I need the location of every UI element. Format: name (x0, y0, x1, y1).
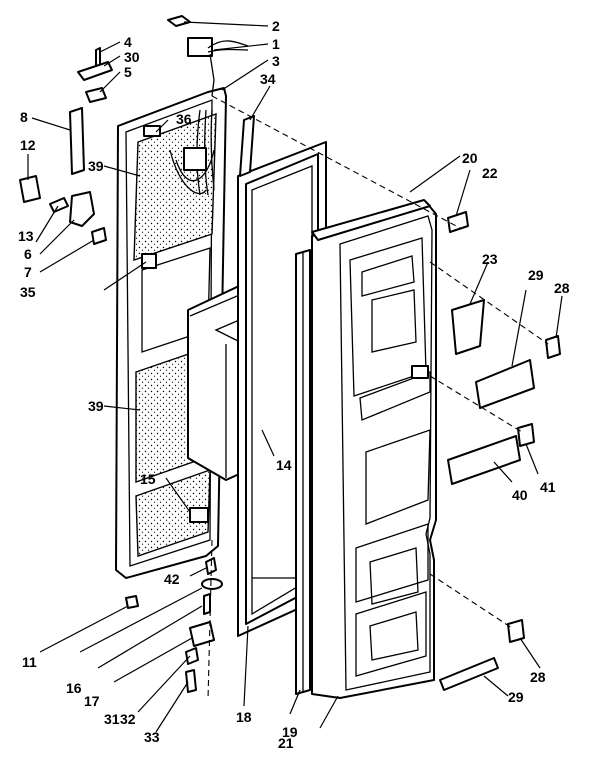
screw-17 (203, 593, 211, 615)
screw-33 (185, 669, 197, 693)
harness-drop (209, 53, 215, 97)
shelf-40 (447, 435, 521, 485)
callout-18: 18 (236, 709, 252, 725)
leader-lines (27, 21, 563, 733)
callout-35: 35 (20, 284, 36, 300)
callout-12: 12 (20, 137, 36, 153)
callout-5: 5 (124, 64, 132, 80)
callout-11: 11 (22, 654, 37, 670)
callout-29-upper: 29 (528, 267, 544, 283)
clip-5 (85, 87, 107, 103)
end-cap-41 (517, 423, 535, 447)
shelf-bar-29-upper (475, 359, 535, 409)
outer-door-panel (115, 87, 227, 579)
callout-31: 31 (104, 711, 120, 727)
door-clip (143, 125, 161, 137)
callout-labels: 1 2 3 4 5 6 7 8 11 12 13 14 15 16 17 18 … (18, 18, 570, 751)
shelf-bar-29-lower (439, 657, 499, 691)
callout-30: 30 (124, 49, 140, 65)
callout-19: 19 (282, 724, 298, 740)
callout-15: 15 (140, 471, 156, 487)
door-liner (311, 201, 437, 699)
callout-4: 4 (124, 34, 132, 50)
tube-34 (239, 115, 255, 177)
part-2 (167, 15, 191, 27)
screw-22 (447, 211, 469, 233)
lower-hinge-clip (189, 507, 209, 523)
callout-17: 17 (84, 693, 100, 709)
callout-29-lower: 29 (508, 689, 524, 705)
top-trim (311, 199, 431, 241)
callout-7: 7 (24, 264, 32, 280)
callout-36: 36 (176, 111, 192, 127)
liner-clip (411, 365, 429, 379)
callout-39-upper: 39 (88, 158, 104, 174)
insulation-lower (135, 469, 211, 557)
callout-41: 41 (540, 479, 556, 495)
hinge-31 (189, 621, 215, 647)
breaker-strip (295, 249, 311, 695)
callout-21: 21 (278, 735, 294, 751)
callout-28-upper: 28 (554, 280, 570, 296)
screw-13 (49, 197, 69, 213)
end-cap-28-lower (507, 619, 525, 643)
pin-7 (91, 227, 107, 245)
callout-16: 16 (66, 680, 82, 696)
wire-leads (207, 40, 249, 53)
callout-34: 34 (260, 71, 276, 87)
control-box (183, 147, 207, 171)
bracket-30 (77, 61, 113, 81)
callout-32: 32 (120, 711, 136, 727)
spacer-42 (205, 557, 217, 575)
callout-22: 22 (482, 165, 498, 181)
hinge-6 (69, 191, 95, 227)
callout-39-lower: 39 (88, 398, 104, 414)
callout-6: 6 (24, 246, 32, 262)
bracket-32 (185, 647, 199, 665)
callout-28-lower: 28 (530, 669, 546, 685)
callout-33: 33 (144, 729, 160, 745)
callout-14: 14 (276, 457, 292, 473)
callout-23: 23 (482, 251, 498, 267)
handle-strip-8 (69, 107, 85, 175)
callout-40: 40 (512, 487, 528, 503)
callout-42: 42 (164, 571, 180, 587)
foot-11 (125, 595, 139, 609)
washer-16 (201, 578, 223, 590)
callout-2: 2 (272, 18, 280, 34)
callout-20: 20 (462, 150, 478, 166)
dispenser-chute-23 (451, 299, 485, 355)
alignment-lines (207, 95, 549, 701)
callout-1: 1 (272, 36, 280, 52)
callout-3: 3 (272, 53, 280, 69)
cap-12 (19, 175, 41, 203)
hinge-clip (141, 253, 157, 269)
callout-8: 8 (20, 109, 28, 125)
end-cap-28-upper (545, 335, 561, 359)
callout-13: 13 (18, 228, 34, 244)
connector-block (187, 37, 213, 57)
